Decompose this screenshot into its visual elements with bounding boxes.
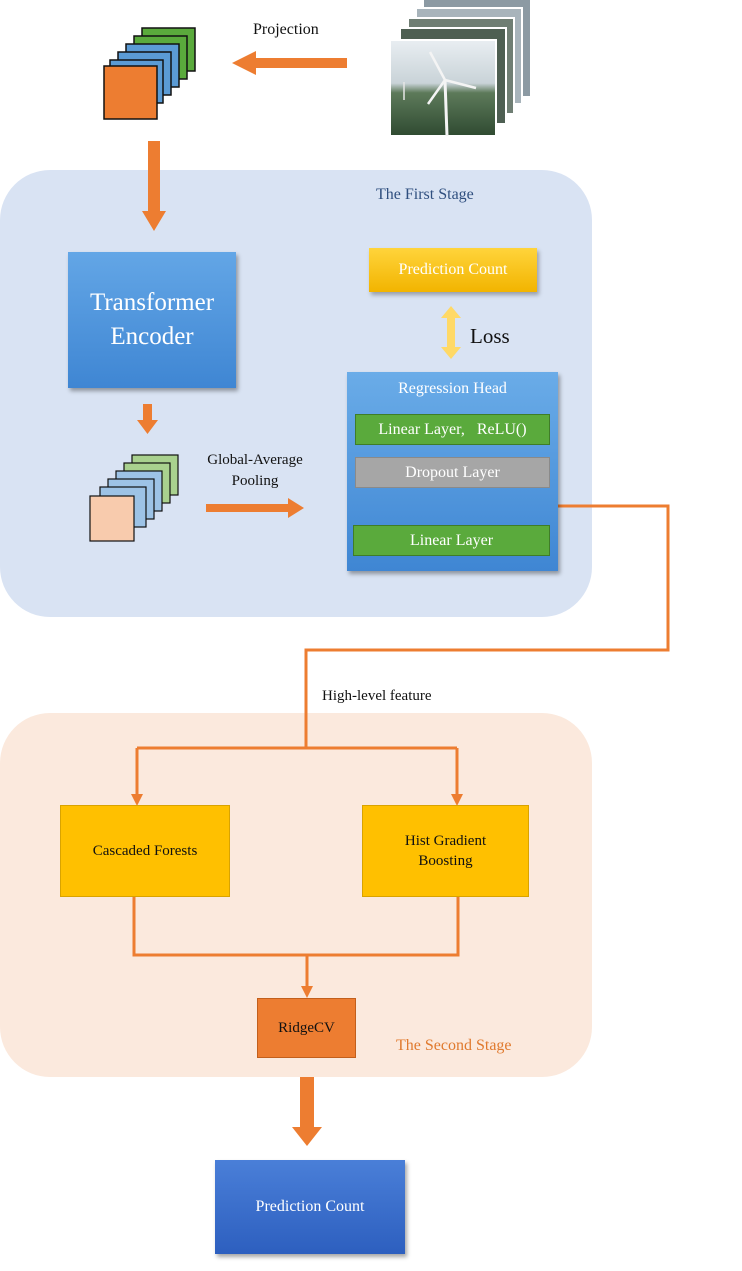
linear-relu-layer: Linear Layer, ReLU() — [355, 414, 550, 445]
hist-gradient-boosting-box: Hist Gradient Boosting — [362, 805, 529, 897]
high-level-feature-connector — [135, 504, 670, 795]
wind-turbine-images-stack — [389, 0, 530, 137]
pooling-arrow — [206, 498, 304, 518]
transformer-encoder-line-2: Encoder — [110, 323, 194, 350]
linear-layer: Linear Layer — [353, 525, 550, 556]
loss-double-arrow — [441, 306, 461, 359]
prediction-count-final: Prediction Count — [215, 1160, 405, 1254]
transformer-encoder-block: Transformer Encoder — [68, 252, 236, 388]
hist-gb-line-1: Hist Gradient — [404, 833, 487, 849]
regression-head-title: Regression Head — [398, 380, 507, 397]
first-stage-title: The First Stage — [376, 186, 474, 203]
input-down-arrow — [142, 141, 166, 231]
hist-gb-line-2: Boosting — [418, 853, 473, 869]
pooling-label-line-1: Global-Average — [207, 452, 303, 468]
merge-connector — [132, 897, 460, 987]
high-level-feature-label: High-level feature — [322, 688, 432, 704]
arrow-head-hist — [451, 794, 463, 806]
patch-embeddings-stack — [103, 27, 196, 120]
final-down-arrow — [292, 1077, 322, 1146]
encoder-tokens-stack — [89, 454, 179, 542]
arrow-head-cascaded — [131, 794, 143, 806]
second-stage-title: The Second Stage — [396, 1037, 512, 1054]
prediction-count-top: Prediction Count — [369, 248, 537, 292]
encoder-output-arrow — [137, 404, 158, 434]
ridgecv-box: RidgeCV — [257, 998, 356, 1058]
projection-label: Projection — [253, 21, 319, 38]
pooling-label-line-2: Pooling — [231, 473, 279, 489]
cascaded-forests-box: Cascaded Forests — [60, 805, 230, 897]
loss-label: Loss — [470, 324, 510, 348]
projection-arrow — [232, 51, 347, 75]
wind-turbine-icon — [403, 51, 477, 137]
arrow-head-ridge — [301, 986, 313, 998]
global-average-pooling-label: Global-Average Pooling — [190, 450, 320, 492]
transformer-encoder-line-1: Transformer — [89, 289, 215, 316]
dropout-layer: Dropout Layer — [355, 457, 550, 488]
